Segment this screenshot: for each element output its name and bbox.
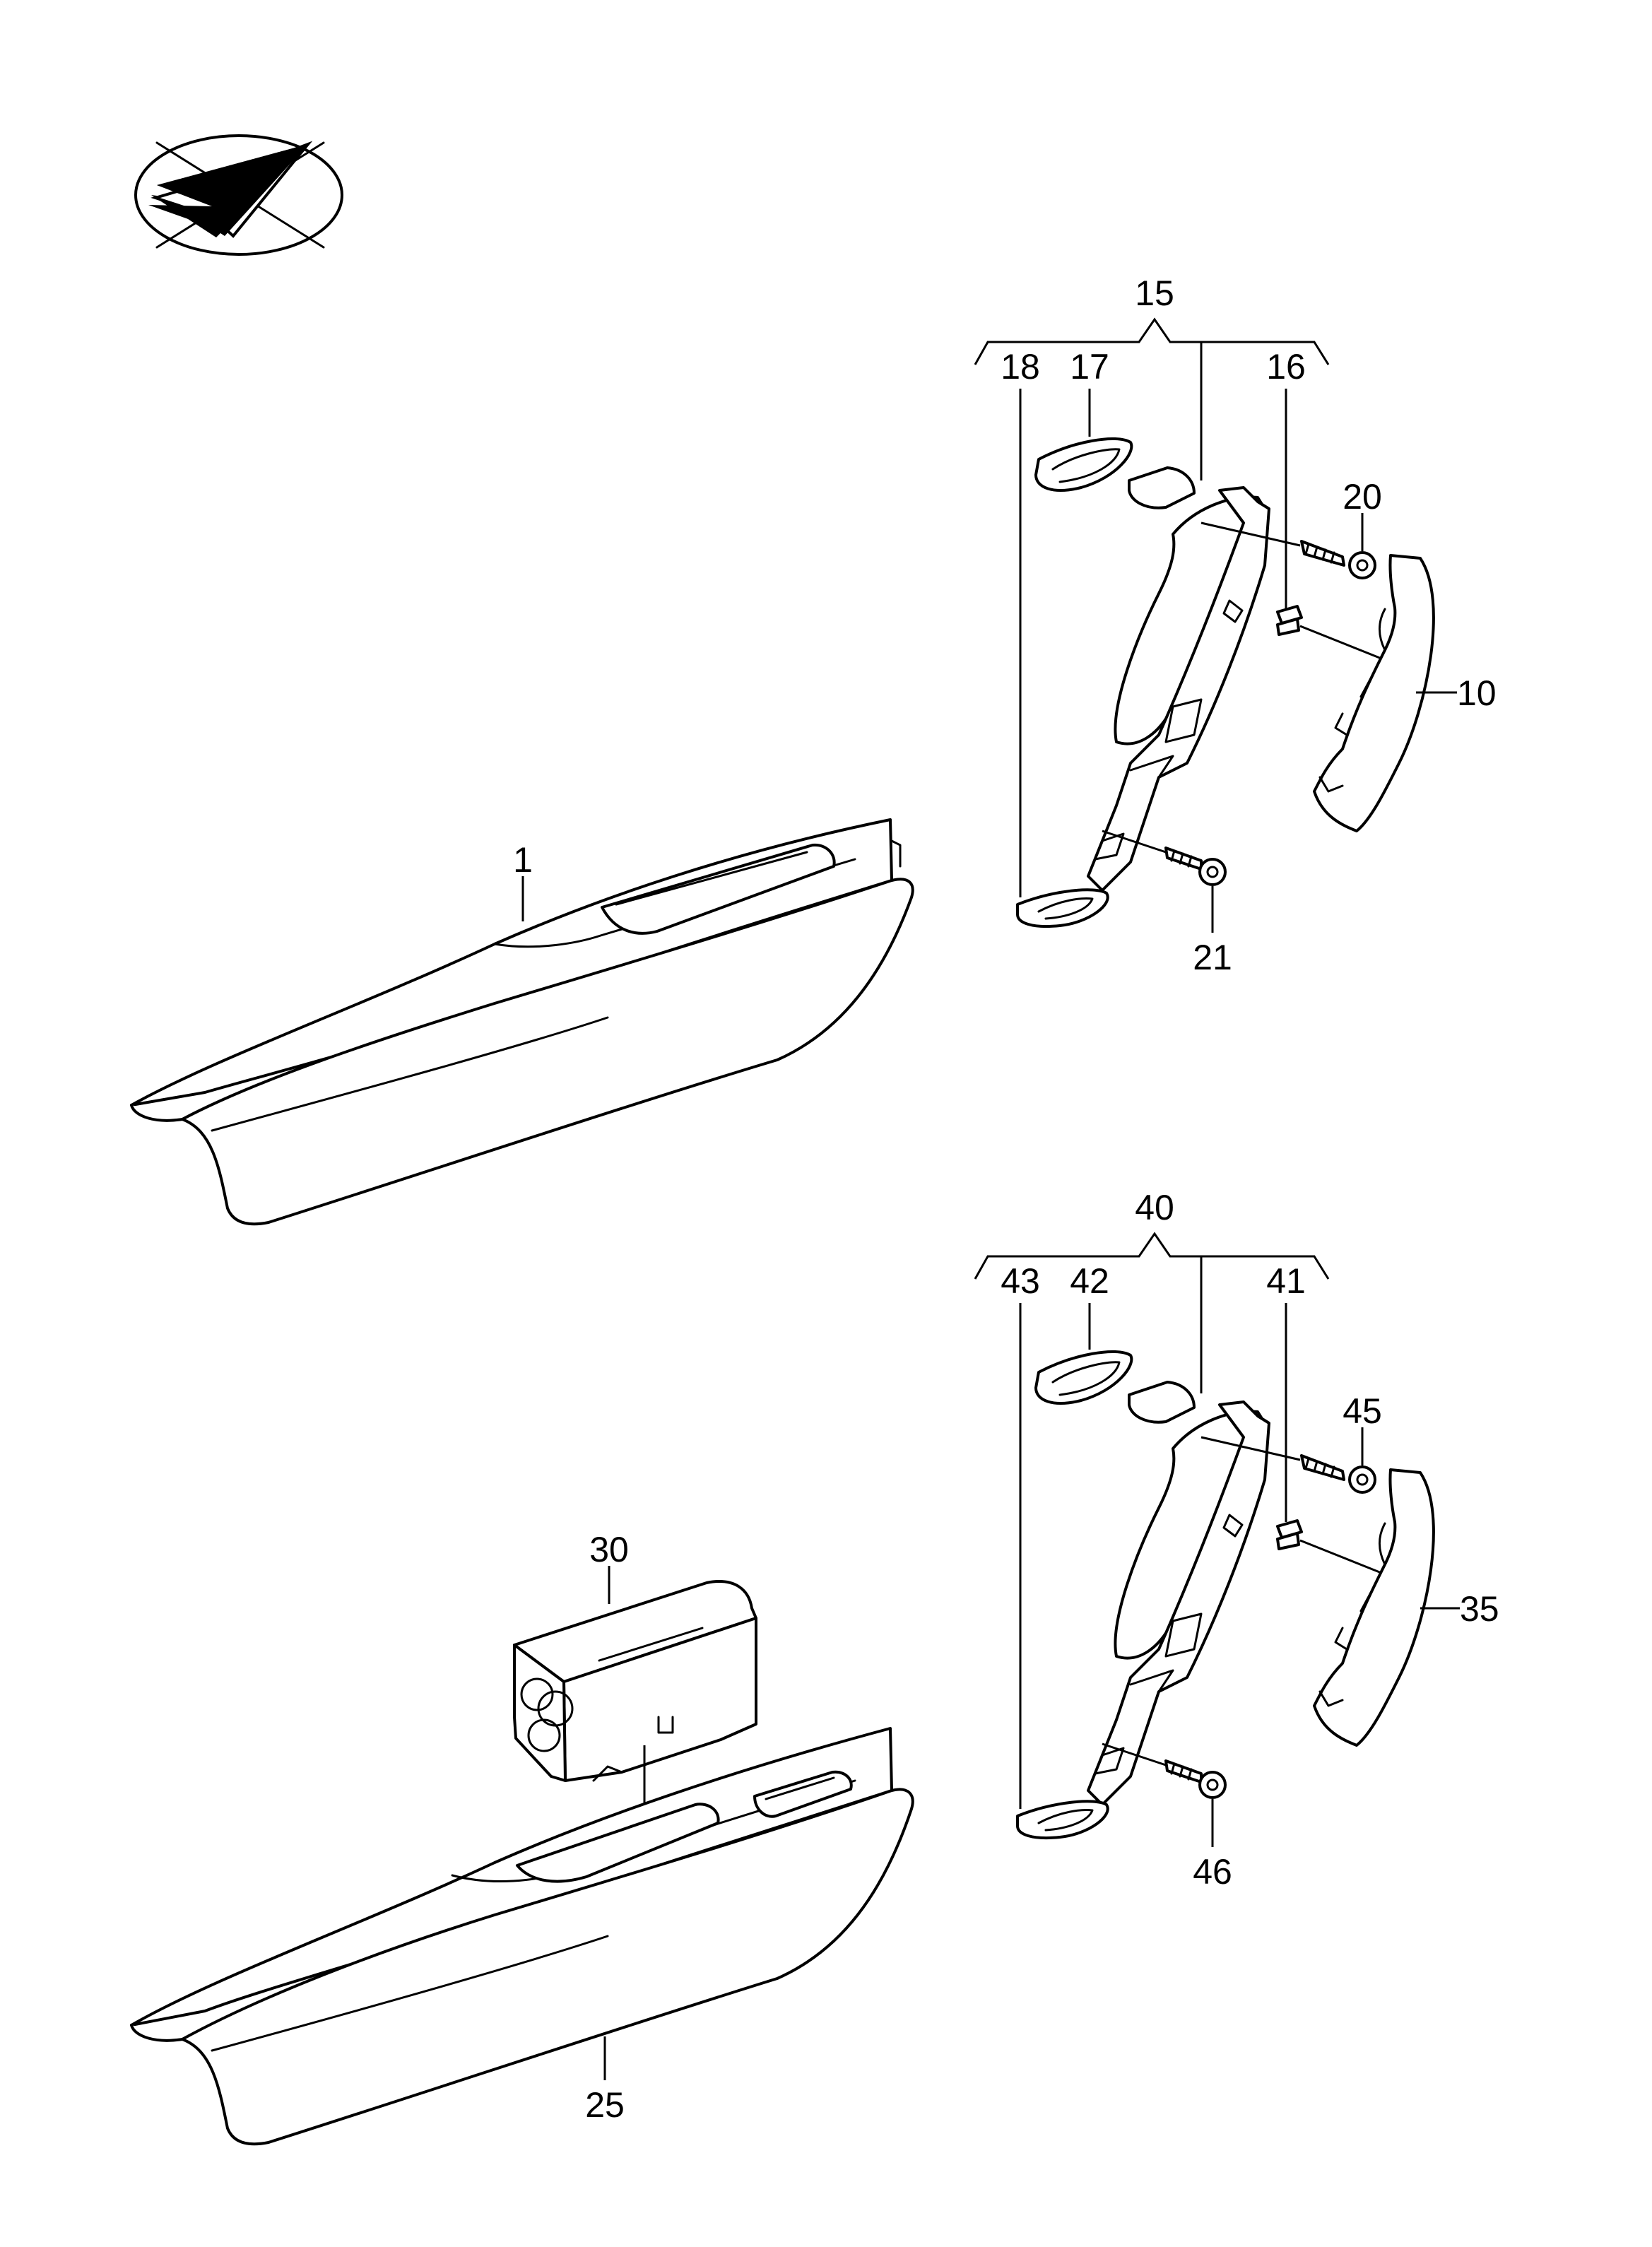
callout-21: 21 [1193, 938, 1232, 977]
switch-unit-30 [513, 1580, 757, 1782]
clip-16 [1276, 605, 1386, 661]
armrest-trim-upper [130, 818, 914, 1226]
cover-trim-35 [1313, 1468, 1435, 1747]
clip-41 [1276, 1519, 1386, 1576]
cover-trim-10 [1313, 554, 1435, 832]
callout-40: 40 [1135, 1188, 1174, 1227]
grab-handle-15 [1087, 466, 1270, 892]
screw-46 [1102, 1742, 1227, 1799]
callout-16: 16 [1266, 347, 1306, 387]
grommet-17 [1034, 437, 1133, 492]
callout-15: 15 [1135, 273, 1174, 313]
callout-25: 25 [585, 2085, 625, 2125]
callout-17: 17 [1070, 347, 1109, 387]
screw-21 [1102, 830, 1227, 886]
callout-30: 30 [589, 1530, 629, 1569]
group-bracket-15 [974, 317, 1330, 365]
group-bracket-40 [974, 1232, 1330, 1280]
callout-41: 41 [1266, 1261, 1306, 1301]
callout-43: 43 [1001, 1261, 1040, 1301]
callout-1: 1 [513, 840, 533, 880]
grab-handle-40 [1087, 1381, 1270, 1806]
grommet-43 [1016, 1800, 1109, 1839]
screw-20 [1200, 521, 1376, 579]
callout-45: 45 [1343, 1391, 1382, 1431]
direction-arrow-icon [134, 134, 343, 256]
callout-46: 46 [1193, 1852, 1232, 1892]
grommet-42 [1034, 1350, 1133, 1405]
callout-18: 18 [1001, 347, 1040, 387]
callout-35: 35 [1460, 1589, 1499, 1629]
armrest-trim-lower [130, 1727, 914, 2146]
screw-45 [1200, 1436, 1376, 1494]
grommet-18 [1016, 888, 1109, 928]
callout-42: 42 [1070, 1261, 1109, 1301]
callout-10: 10 [1457, 673, 1497, 713]
callout-20: 20 [1343, 477, 1382, 517]
